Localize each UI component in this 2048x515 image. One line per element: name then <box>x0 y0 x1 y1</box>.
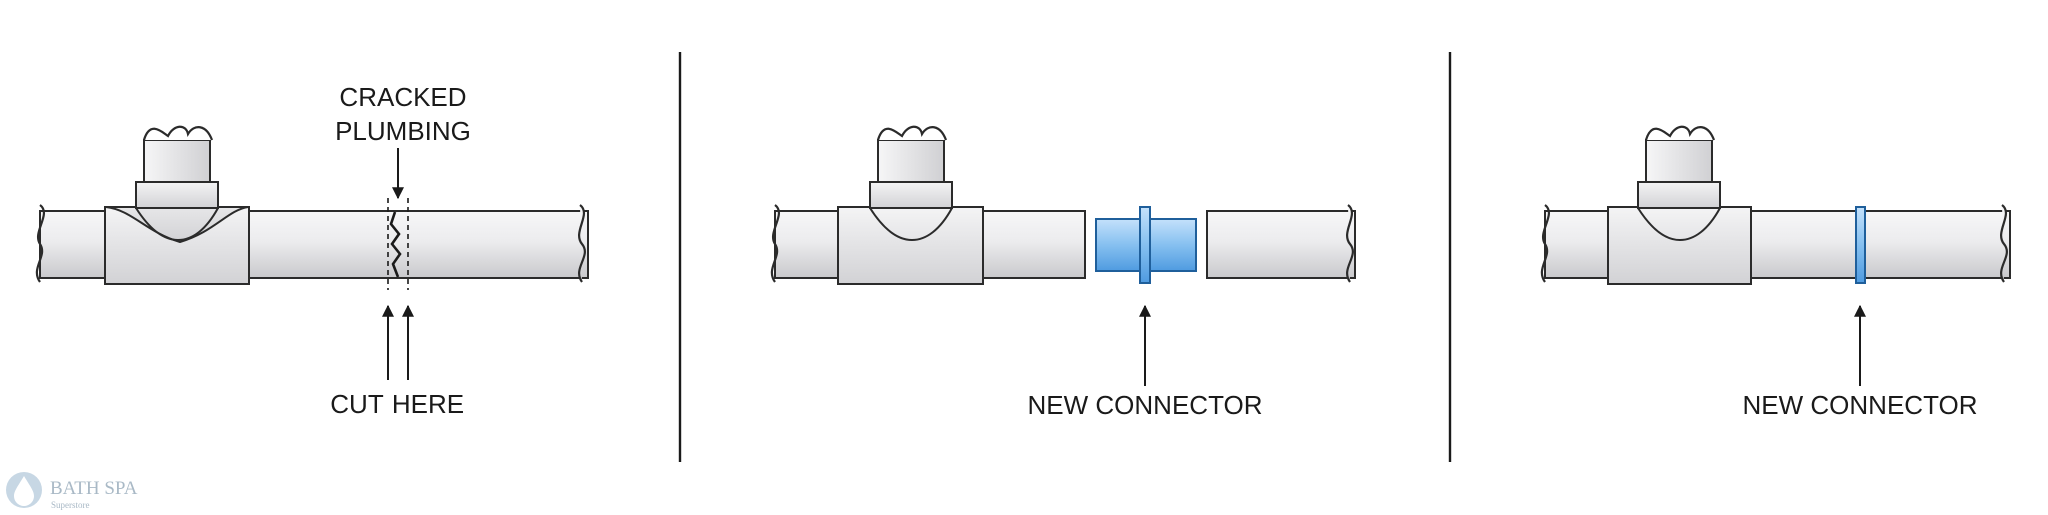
tee-saddle-curve <box>1637 207 1721 242</box>
pipe-left-broken-end <box>1540 204 1551 283</box>
pipe-left-broken-end <box>35 204 46 283</box>
cracked-label-line2: PLUMBING <box>335 116 471 146</box>
tee-riser <box>1645 139 1713 185</box>
pipe-segment-left <box>981 210 1086 279</box>
tee-collar-band <box>869 181 953 209</box>
riser-broken-top <box>142 125 214 141</box>
panel-cut: CRACKED PLUMBING CUT HERE <box>35 82 589 419</box>
tee-collar-band <box>1637 181 1721 209</box>
riser-broken-top <box>1644 125 1716 141</box>
panel-joined: NEW CONNECTOR <box>1540 125 2011 420</box>
pipe-right-broken-end <box>2000 204 2008 283</box>
pipe-left-broken-end <box>770 204 781 283</box>
connector-ring <box>1855 206 1866 284</box>
panel-insert: NEW CONNECTOR <box>770 125 1356 420</box>
pipe-left-stub <box>39 210 106 279</box>
tee-riser <box>877 139 945 185</box>
crack-line <box>389 211 402 278</box>
tee-riser <box>143 139 211 185</box>
connector-ring <box>1139 206 1151 284</box>
tee-fitting <box>837 206 984 285</box>
tee-saddle-curve <box>135 207 219 242</box>
pipe-left-stub <box>774 210 841 279</box>
tee-fitting <box>1607 206 1752 285</box>
connector-label: NEW CONNECTOR <box>1028 390 1263 420</box>
cracked-label-line1: CRACKED <box>339 82 466 112</box>
main-pipe <box>1749 210 2011 279</box>
cut-label-word1: CUT <box>330 389 384 419</box>
tee-collar-band <box>135 181 219 209</box>
connector-label: NEW CONNECTOR <box>1743 390 1978 420</box>
cut-label-word2: HERE <box>392 389 464 419</box>
pipe-right-broken-end <box>578 204 586 283</box>
pipe-left-stub <box>1544 210 1611 279</box>
logo-tagline: Superstore <box>51 500 90 510</box>
main-pipe <box>247 210 589 279</box>
water-drop-inner-icon <box>14 476 34 506</box>
riser-broken-top <box>876 125 948 141</box>
pipe-right-broken-end <box>1346 204 1354 283</box>
pipe-segment-right <box>1206 210 1356 279</box>
bath-spa-logo: BATH SPA Superstore <box>6 472 138 510</box>
tee-saddle-curve <box>869 207 953 242</box>
logo-name: BATH SPA <box>50 478 138 499</box>
